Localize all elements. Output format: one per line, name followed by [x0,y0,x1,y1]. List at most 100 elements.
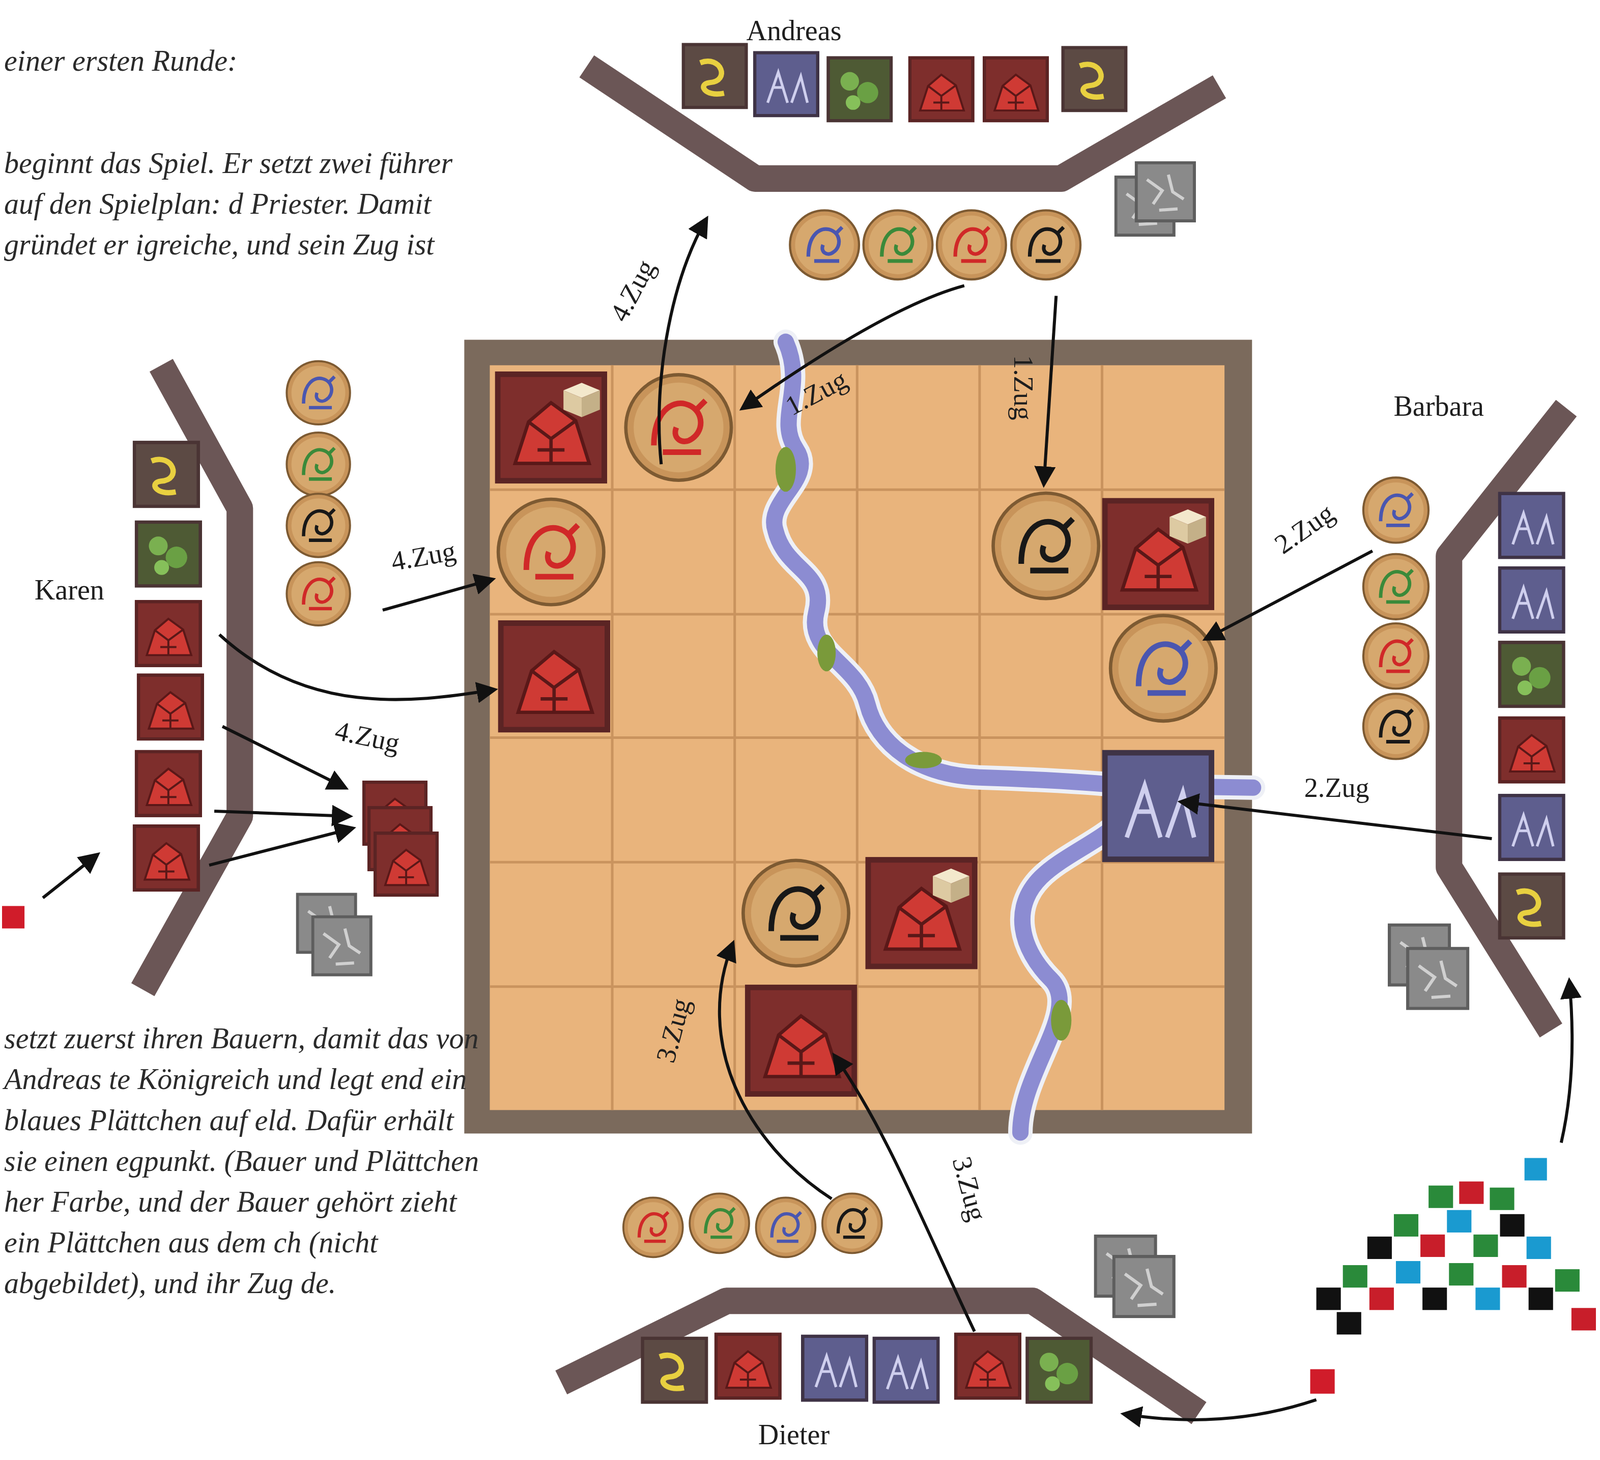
discarded-tile [373,831,439,897]
temple-tile [497,620,611,733]
player-name: Karen [34,573,105,607]
cube [1395,1261,1421,1284]
victory-cube [2,905,25,929]
leader-disc [755,1197,816,1257]
market-tile [1497,872,1565,940]
cube [1336,1311,1362,1335]
market-tile-green [826,55,893,123]
cube [1316,1287,1341,1310]
move-arrow [382,579,493,611]
market-tile-green [1025,1336,1093,1404]
temple-tile [134,600,203,668]
cube [1475,1287,1500,1310]
river-grass [905,752,942,769]
farm-tile [801,1334,869,1402]
king-leader [993,493,1099,599]
market-tile [1061,45,1128,112]
farmer-leader [1110,615,1216,722]
move-label: 4.Zug [332,714,403,759]
temple-tile [132,824,200,892]
temple-tile [714,1332,782,1400]
temple-tile [1497,716,1565,784]
river-grass [775,446,796,492]
player-name: Dieter [758,1418,830,1452]
move-arrow [209,828,353,866]
leader-disc [1363,477,1429,543]
cube [1555,1269,1580,1292]
temple-tile [1102,497,1215,611]
move-label: 1.Zug [780,363,853,422]
player-name: Barbara [1393,389,1484,423]
leader-disc [689,1193,750,1253]
move-arrow [659,219,706,465]
market-tile [681,42,748,109]
cube [1526,1236,1552,1260]
leader-disc [789,210,860,280]
priest-leader [498,499,604,605]
move-arrow [834,1055,975,1332]
leader-disc [1363,623,1429,689]
market-tile [132,440,200,508]
move-label: 4.Zug [603,254,663,327]
leader-disc [286,361,350,425]
cube [1446,1210,1472,1233]
farm-tile [1497,491,1565,559]
move-arrow [719,944,832,1199]
cube [1502,1265,1527,1288]
market-tile [640,1336,708,1404]
temple-tile [745,984,858,1098]
temple-tile [134,750,203,818]
catastrophe-tile [1134,161,1196,223]
farm-tile [1102,750,1215,863]
king-leader [625,374,732,480]
player-rack [561,1300,1199,1414]
move-arrow [743,285,965,409]
victory-cube [1310,1369,1335,1394]
rules-paragraph: beginnt das Spiel. Er setzt zwei führer … [4,143,464,266]
board-field [489,365,1225,1111]
river-grass [1050,1000,1072,1041]
cube [1343,1265,1368,1288]
move-label: 2.Zug [1268,496,1340,560]
move-arrow [219,634,494,700]
catastrophe-tile [1406,947,1470,1011]
temple-tile [865,856,978,970]
leader-disc [286,493,350,557]
temple-tile [908,55,975,123]
cube [1571,1307,1596,1331]
cube [1169,509,1207,544]
move-arrow [1561,981,1573,1144]
cube [932,868,970,903]
leader-disc [286,562,350,626]
player-rack [1448,408,1567,1031]
move-label: 1.Zug [1007,355,1040,421]
catastrophe-tile [1112,1254,1176,1319]
rules-paragraph: setzt zuerst ihren Bauern, damit das von… [4,1018,484,1305]
temple-tile [954,1332,1022,1400]
temple-tile [982,55,1049,123]
leader-disc [936,210,1007,280]
move-arrow [42,854,97,898]
move-label: 4.Zug [388,534,459,578]
trader-leader [743,860,849,966]
cube [1393,1214,1419,1237]
move-arrow [1043,295,1056,484]
heading-text: einer ersten Runde: [4,40,238,82]
farm-tile [1497,793,1565,862]
cube [1420,1234,1445,1257]
cube [1489,1187,1514,1211]
temple-tile [136,673,205,741]
river-grass [817,634,836,672]
move-label: 2.Zug [1304,772,1370,804]
cube [1428,1185,1453,1209]
farm-tile [872,1336,940,1404]
cube-pile [1316,1181,1596,1335]
cube [1367,1236,1392,1260]
cube [1528,1287,1554,1310]
cube [1473,1234,1498,1257]
victory-cube [1524,1158,1548,1181]
move-arrow [1181,802,1493,839]
move-label: 3.Zug [945,1153,993,1225]
farm-tile [1497,566,1565,634]
